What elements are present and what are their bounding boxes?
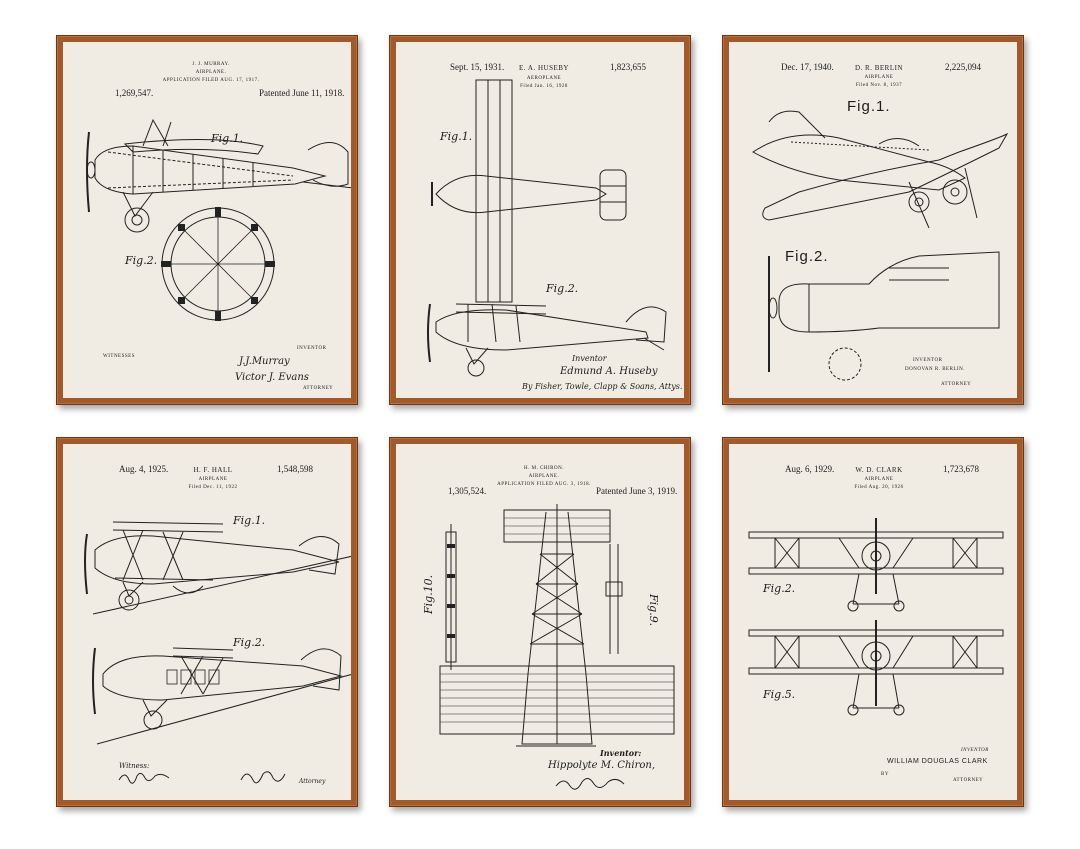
by-label: BY bbox=[881, 772, 889, 777]
berlin-airplane-drawing bbox=[752, 110, 1009, 381]
patent-print-huseby: Sept. 15, 1931. E. A. HUSEBY 1,823,655 A… bbox=[389, 35, 691, 405]
hall-airplane-drawing bbox=[84, 521, 351, 745]
inventor-label: INVENTOR bbox=[913, 358, 943, 363]
patented-date: Patented June 11, 1918. bbox=[259, 88, 345, 98]
patented-date: Patented June 3, 1919. bbox=[596, 486, 678, 496]
signature-scribbles bbox=[118, 771, 286, 784]
filed-date: Filed Dec. 11, 1922 bbox=[188, 485, 238, 490]
clark-airplane-drawing bbox=[748, 518, 1004, 716]
fig-1-label: Fig.1. bbox=[233, 514, 266, 527]
patent-date: Sept. 15, 1931. bbox=[450, 62, 505, 72]
fig-2-label: Fig.2. bbox=[233, 636, 266, 649]
patent-print-clark: Aug. 6, 1929. W. D. CLARK 1,723,678 AIRP… bbox=[722, 437, 1024, 807]
patent-print-murray: J. J. MURRAY. AIRPLANE. APPLICATION FILE… bbox=[56, 35, 358, 405]
inventor-name: DONOVAN R. BERLIN. bbox=[905, 367, 966, 372]
attorney-label: ATTORNEY bbox=[953, 778, 984, 783]
title: AEROPLANE bbox=[526, 76, 562, 81]
patent-number: 1,305,524. bbox=[448, 486, 487, 496]
attorney-signature: By Fisher, Towle, Clapp & Soans, Attys. bbox=[522, 382, 683, 391]
huseby-airplane-drawing bbox=[427, 79, 667, 377]
attorney-signature: Victor J. Evans bbox=[235, 372, 309, 383]
inventor-label: Inventor: bbox=[600, 748, 642, 758]
filed-date: Filed Aug. 20, 1926 bbox=[854, 485, 904, 490]
fig-2-label: Fig.2. bbox=[785, 248, 829, 265]
print-paper: Dec. 17, 1940. D. R. BERLIN 2,225,094 AI… bbox=[729, 42, 1017, 398]
fig-2-label: Fig.2. bbox=[546, 282, 579, 295]
chiron-airplane-drawing bbox=[439, 504, 675, 747]
inventor-heading: H. M. CHIRON. bbox=[524, 466, 564, 471]
fig-1-label: Fig.1. bbox=[211, 132, 244, 145]
print-paper: Aug. 4, 1925. H. F. HALL 1,548,598 AIRPL… bbox=[63, 444, 351, 800]
print-paper: Sept. 15, 1931. E. A. HUSEBY 1,823,655 A… bbox=[396, 42, 684, 398]
fig-1-label: Fig.1. bbox=[440, 130, 473, 143]
patent-date: Aug. 6, 1929. bbox=[785, 464, 835, 474]
inventor-heading: H. F. HALL bbox=[193, 466, 233, 474]
inventor-heading: D. R. BERLIN bbox=[855, 64, 903, 72]
patent-number: 1,723,678 bbox=[943, 464, 979, 474]
filed-date: Filed Jan. 16, 1928 bbox=[520, 84, 568, 89]
title: AIRPLANE. bbox=[528, 474, 560, 479]
inventor-name: WILLIAM DOUGLAS CLARK bbox=[887, 758, 988, 765]
application-filed: APPLICATION FILED AUG. 3, 1918. bbox=[497, 482, 591, 487]
patent-print-chiron: H. M. CHIRON. AIRPLANE. APPLICATION FILE… bbox=[389, 437, 691, 807]
patent-date: Dec. 17, 1940. bbox=[781, 62, 834, 72]
signature-scribble bbox=[555, 778, 625, 790]
patent-number: 1,548,598 bbox=[277, 464, 313, 474]
witnesses-label: WITNESSES bbox=[103, 354, 135, 359]
patent-number: 2,225,094 bbox=[945, 62, 981, 72]
inventor-label: Inventor bbox=[572, 354, 607, 363]
inventor-heading: W. D. CLARK bbox=[855, 466, 903, 474]
fig-2-label: Fig.2. bbox=[763, 582, 796, 595]
patent-number: 1,823,655 bbox=[610, 62, 646, 72]
inventor-signature: Hippolyte M. Chiron, bbox=[548, 760, 656, 771]
attorney-label: Attorney bbox=[299, 778, 326, 785]
title: AIRPLANE bbox=[864, 477, 894, 482]
print-paper: J. J. MURRAY. AIRPLANE. APPLICATION FILE… bbox=[63, 42, 351, 398]
attorney-label: ATTORNEY bbox=[303, 386, 334, 391]
inventor-signature: Edmund A. Huseby bbox=[560, 366, 658, 377]
fig-1-label: Fig.1. bbox=[847, 98, 891, 115]
title: AIRPLANE. bbox=[195, 70, 227, 75]
title: AIRPLANE bbox=[864, 75, 894, 80]
murray-airplane-drawing bbox=[86, 118, 351, 321]
patent-date: Aug. 4, 1925. bbox=[119, 464, 169, 474]
filed-date: Filed Nov. 8, 1937 bbox=[855, 83, 903, 88]
print-paper: Aug. 6, 1929. W. D. CLARK 1,723,678 AIRP… bbox=[729, 444, 1017, 800]
inventor-label: INVENTOR bbox=[297, 346, 327, 351]
patent-print-berlin: Dec. 17, 1940. D. R. BERLIN 2,225,094 AI… bbox=[722, 35, 1024, 405]
patent-print-hall: Aug. 4, 1925. H. F. HALL 1,548,598 AIRPL… bbox=[56, 437, 358, 807]
fig-2-label: Fig.2. bbox=[125, 254, 158, 267]
witness-label: Witness: bbox=[119, 762, 150, 770]
title: AIRPLANE bbox=[198, 477, 228, 482]
application-filed: APPLICATION FILED AUG. 17, 1917. bbox=[162, 78, 260, 83]
fig-5-label: Fig.5. bbox=[763, 688, 796, 701]
inventor-signature: J.J.Murray bbox=[239, 356, 290, 367]
inventor-heading: E. A. HUSEBY bbox=[519, 64, 569, 72]
print-paper: H. M. CHIRON. AIRPLANE. APPLICATION FILE… bbox=[396, 444, 684, 800]
inventor-label: INVENTOR bbox=[961, 748, 989, 753]
attorney-label: ATTORNEY bbox=[941, 382, 972, 387]
inventor-heading: J. J. MURRAY. bbox=[192, 62, 230, 67]
patent-number: 1,269,547. bbox=[115, 88, 154, 98]
